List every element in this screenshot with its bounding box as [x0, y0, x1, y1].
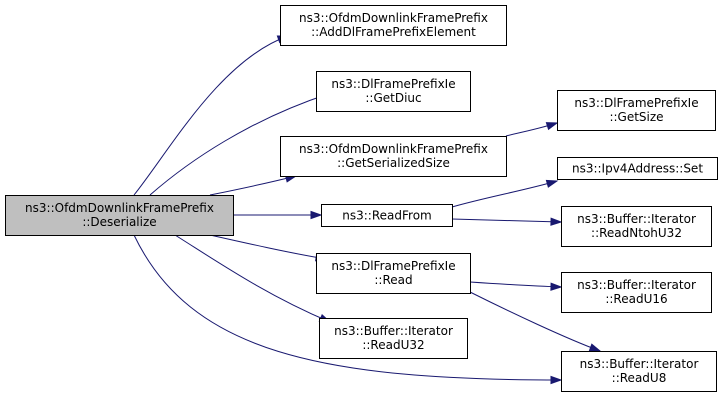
- edge-arrowhead: [550, 217, 563, 226]
- node-label-line1: ns3::DlFramePrefixIe: [574, 96, 698, 110]
- edge-line: [174, 234, 331, 323]
- edge-line: [149, 93, 329, 196]
- node-box: [321, 204, 453, 227]
- node-label-line1: ns3::Buffer::Iterator: [334, 324, 453, 338]
- node-label-line2: ::ReadU8: [612, 371, 667, 385]
- node-box: [557, 157, 718, 180]
- node-ipv4Set[interactable]: ns3::Ipv4Address::Set: [557, 157, 718, 180]
- node-box: [561, 351, 717, 392]
- node-label-line1: ns3::Buffer::Iterator: [577, 212, 696, 226]
- node-box: [319, 318, 468, 359]
- edge-dlRead-to-readU8: [469, 291, 602, 352]
- edge-root-to-addDlFramePrefixElement: [133, 35, 290, 196]
- edge-arrowhead: [588, 343, 602, 352]
- node-label-line1: ns3::OfdmDownlinkFramePrefix: [299, 142, 488, 156]
- edge-line: [469, 291, 601, 352]
- node-box: [280, 136, 507, 177]
- edge-line: [469, 281, 562, 288]
- edge-arrowhead: [545, 122, 559, 131]
- node-label-line2: ::GetSize: [609, 110, 663, 124]
- node-label-line1: ns3::Buffer::Iterator: [577, 278, 696, 292]
- node-box: [316, 71, 471, 112]
- edge-line: [209, 175, 297, 196]
- edge-line: [209, 234, 327, 260]
- node-dlGetSize[interactable]: ns3::DlFramePrefixIe::GetSize: [557, 90, 716, 131]
- edge-arrowhead: [310, 210, 323, 220]
- node-addDlFramePrefixElement[interactable]: ns3::OfdmDownlinkFramePrefix::AddDlFrame…: [280, 5, 507, 46]
- edge-readFrom-to-readNtohU32: [451, 217, 563, 226]
- edge-arrowhead: [550, 282, 563, 291]
- edge-line: [451, 180, 558, 208]
- node-readU8[interactable]: ns3::Buffer::Iterator::ReadU8: [561, 351, 717, 392]
- edge-arrowhead: [545, 179, 559, 188]
- edge-root-to-readU8: [133, 234, 563, 385]
- node-label-line1: ns3::DlFramePrefixIe: [331, 77, 455, 91]
- node-box: [280, 5, 507, 46]
- node-label-line2: ::Read: [374, 273, 412, 287]
- nodes-layer: ns3::OfdmDownlinkFramePrefix::Deserializ…: [5, 5, 718, 392]
- node-getDiuc[interactable]: ns3::DlFramePrefixIe::GetDiuc: [316, 71, 471, 112]
- edge-root-to-readU32: [174, 234, 332, 323]
- edge-root-to-dlRead: [209, 234, 328, 262]
- node-root[interactable]: ns3::OfdmDownlinkFramePrefix::Deserializ…: [5, 195, 234, 236]
- edge-line: [133, 234, 562, 381]
- node-box: [561, 206, 712, 247]
- edge-line: [133, 35, 289, 196]
- node-dlRead[interactable]: ns3::DlFramePrefixIe::Read: [316, 253, 471, 294]
- edge-line: [451, 218, 562, 223]
- node-readFrom[interactable]: ns3::ReadFrom: [321, 204, 453, 227]
- node-label-line1: ns3::OfdmDownlinkFramePrefix: [25, 201, 214, 215]
- node-readU16[interactable]: ns3::Buffer::Iterator::ReadU16: [561, 272, 712, 313]
- node-label-line2: ::ReadNtohU32: [591, 226, 682, 240]
- edge-readFrom-to-ipv4Set: [451, 179, 559, 208]
- node-box: [557, 90, 716, 131]
- node-readU32[interactable]: ns3::Buffer::Iterator::ReadU32: [319, 318, 468, 359]
- edge-dlRead-to-readU16: [469, 281, 563, 291]
- edge-root-to-getSerializedSize: [209, 174, 298, 196]
- node-box: [561, 272, 712, 313]
- node-readNtohU32[interactable]: ns3::Buffer::Iterator::ReadNtohU32: [561, 206, 712, 247]
- edge-getSerializedSize-to-dlGetSize: [505, 122, 559, 137]
- node-label-line1: ns3::OfdmDownlinkFramePrefix: [299, 11, 488, 25]
- edge-arrowhead: [550, 375, 563, 385]
- node-box: [5, 195, 234, 236]
- node-label-line2: ::ReadU32: [362, 338, 424, 352]
- node-label-line1: ns3::ReadFrom: [342, 209, 431, 223]
- node-label-line2: ::AddDlFramePrefixElement: [311, 25, 476, 39]
- node-label-line1: ns3::Ipv4Address::Set: [572, 162, 703, 176]
- node-label-line2: ::GetSerializedSize: [337, 156, 450, 170]
- node-label-line2: ::ReadU16: [605, 292, 667, 306]
- node-label-line2: ::GetDiuc: [365, 91, 421, 105]
- node-getSerializedSize[interactable]: ns3::OfdmDownlinkFramePrefix::GetSeriali…: [280, 136, 507, 177]
- edge-root-to-readFrom: [233, 210, 323, 220]
- node-label-line1: ns3::DlFramePrefixIe: [331, 259, 455, 273]
- node-label-line2: ::Deserialize: [82, 215, 156, 229]
- node-box: [316, 253, 471, 294]
- node-label-line1: ns3::Buffer::Iterator: [580, 357, 699, 371]
